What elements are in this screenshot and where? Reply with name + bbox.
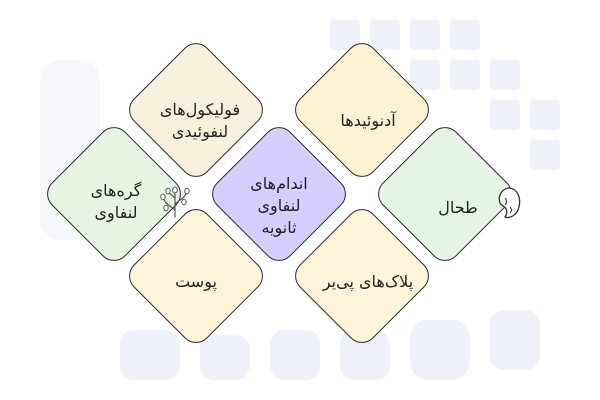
node-label-adenoids: آدنوئیدها — [340, 111, 396, 130]
node-label-lymphoid-follicles: فولیکول‌های لنفوئیدی — [159, 100, 241, 141]
lymph-node-tree-icon — [160, 186, 190, 218]
spleen-icon — [498, 187, 521, 219]
node-label-peyers-patches: پلاک‌های پی‌یر — [322, 272, 414, 291]
node-label-lymph-nodes: گره‌های لنفاوی — [90, 181, 142, 222]
node-label-skin: پوست — [175, 272, 217, 291]
node-label-center: اندام‌های لنفاوی ثانویه — [250, 174, 308, 237]
node-label-spleen: طحال — [438, 198, 478, 217]
